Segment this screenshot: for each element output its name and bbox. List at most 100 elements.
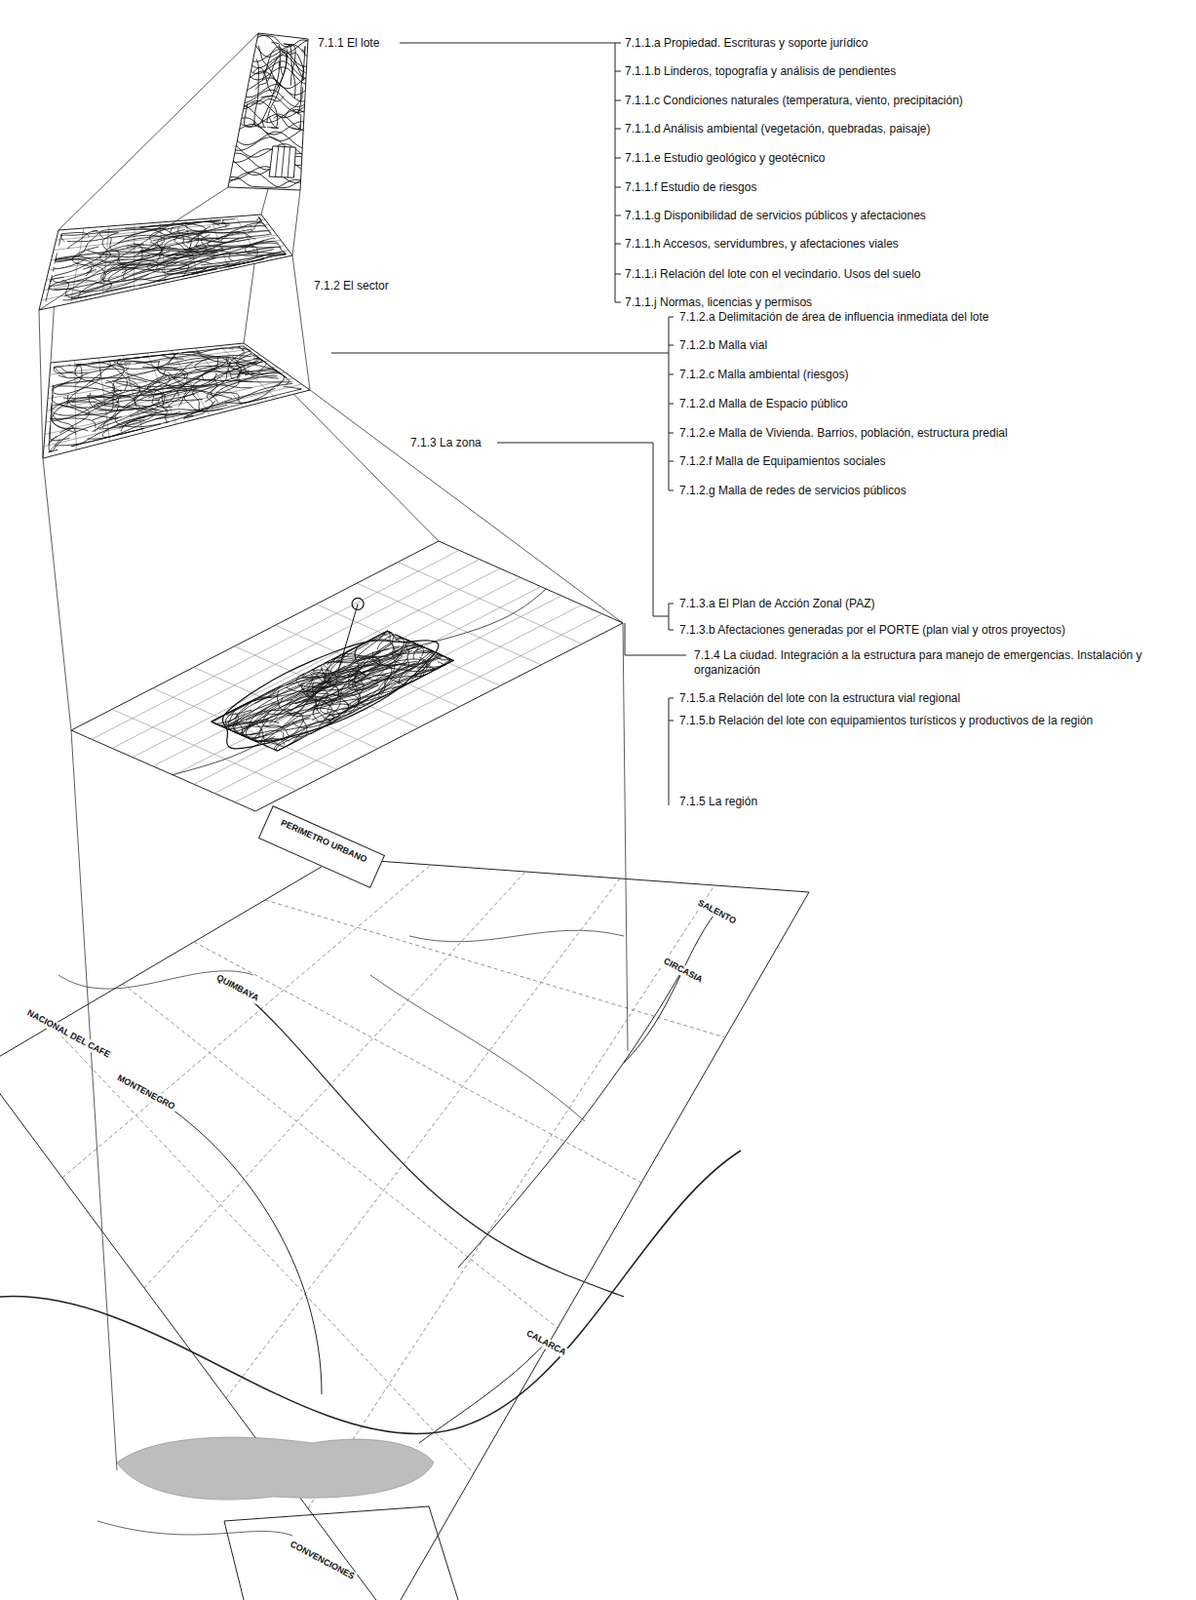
map-line [270,42,282,76]
sector-plane [38,214,293,310]
map-line [279,683,378,731]
building-line [287,147,290,178]
map-line [354,630,387,656]
map-line [195,226,216,249]
map-line [283,43,296,86]
region-map [0,911,741,1600]
map-grid [274,624,460,707]
map-line [184,380,206,412]
map-line [86,395,119,428]
section-label: 7.1.1.d Análisis ambiental (vegetación, … [624,121,931,137]
building-line [274,146,278,177]
map-grid [122,983,558,1328]
map-line [222,219,235,229]
map-line [156,232,202,262]
projection-lines [38,214,310,459]
map-line [228,708,259,734]
map-line [52,368,124,390]
map-grid [265,899,726,1038]
section-label: 7.1.2 El sector [313,278,389,294]
map-line [259,360,278,377]
section-label: 7.1.1.h Accesos, servidumbres, y afectac… [624,236,899,252]
contour-line [258,35,309,48]
map-line [99,405,156,429]
map-grid [51,1025,474,1473]
map-line [98,254,193,257]
map-grid [226,878,620,1398]
map-line [124,361,170,386]
map-grid [112,708,297,790]
projection-line [622,622,628,1051]
section-label: 7.1.5.a Relación del lote con la estruct… [679,691,961,706]
map-line [245,223,271,237]
projection-line [58,33,259,231]
map-line [49,275,123,291]
projection-line [292,255,310,390]
building-line [281,147,285,178]
map-line [210,369,229,403]
section-label: 7.1.1.c Condiciones naturales (temperatu… [624,93,964,109]
bracket [399,42,621,303]
river [97,1520,293,1536]
map-line [51,389,122,411]
section-label: 7.1.2.b Malla vial [679,338,768,353]
map-grid [49,348,253,375]
section-label: 7.1.2.e Malla de Vivienda. Barrios, pobl… [679,425,1008,441]
map-line [284,86,303,117]
map-line [75,364,122,393]
map-line [223,382,282,409]
lot-layer [228,33,309,191]
map-grid [153,688,338,770]
projection-line [38,309,43,459]
map-grid [112,559,480,749]
map-line [142,390,232,399]
map-line [58,231,117,246]
map-line [48,427,74,452]
map-grid [132,568,501,758]
map-line [161,353,232,357]
region-outline [0,857,810,1600]
map-grid [144,871,526,1288]
map-line [262,46,289,80]
map-line [262,736,288,748]
map-line [88,392,158,411]
map-line [292,110,302,130]
zone-layer [42,343,310,459]
map-line [267,49,288,122]
section-label: 7.1.3 La zona [410,435,482,451]
region-layer [0,857,810,1600]
map-line [211,252,286,258]
city-layer [71,540,623,811]
section-label: 7.1.5 La región [679,794,758,810]
place-name: SALENTO [694,895,740,927]
map-line [123,351,201,360]
map-line [185,383,293,418]
building [269,146,296,178]
map-line [96,229,177,237]
section-label: 7.1.1.g Disponibilidad de servicios públ… [624,208,926,224]
road [419,1342,546,1443]
map-line [229,350,254,375]
city-plane [71,540,623,811]
contour-line [247,77,307,95]
map-line [48,256,102,289]
section-label: 7.1.2.g Malla de redes de servicios públ… [679,483,907,499]
map-line [55,257,118,263]
map-line [391,644,426,656]
map-line [283,43,296,99]
map-line [212,693,297,723]
map-line [118,404,228,428]
river [370,974,585,1121]
map-line [283,385,302,390]
section-label: 7.1.3.a El Plan de Acción Zonal (PAZ) [679,596,876,612]
map-line [325,657,380,666]
map-line [338,603,359,672]
contour-line [236,131,303,149]
projection-lines [42,343,628,1470]
map-line [231,347,251,352]
urban-perimeter [222,640,439,749]
road [146,1091,322,1394]
map-grid [193,595,562,784]
map-line [211,678,300,722]
